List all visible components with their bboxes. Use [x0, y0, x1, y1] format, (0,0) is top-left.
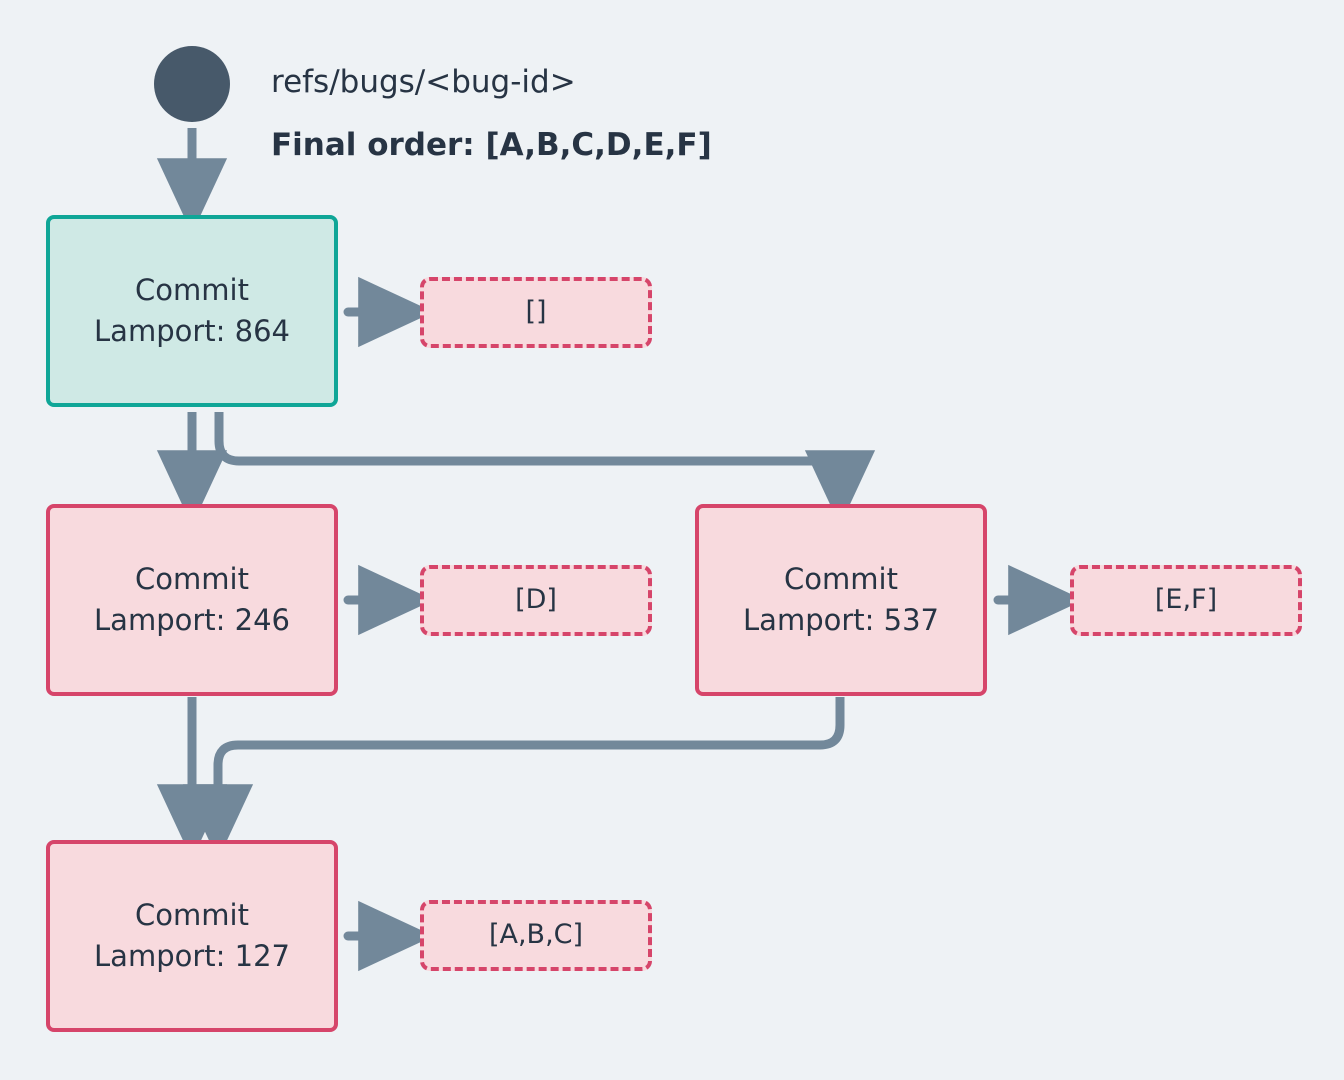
commit-node-246[interactable]: Commit Lamport: 246 — [46, 504, 338, 696]
payload-node-537[interactable]: [E,F] — [1070, 565, 1302, 636]
commit-lamport: Lamport: 537 — [743, 603, 939, 637]
commit-lamport: Lamport: 127 — [94, 939, 290, 973]
commit-title: Commit — [784, 561, 898, 596]
payload-items: [A,B,C] — [488, 919, 584, 951]
commit-node-864[interactable]: Commit Lamport: 864 — [46, 215, 338, 407]
payload-items: [E,F] — [1154, 584, 1218, 616]
payload-items: [D] — [515, 584, 557, 616]
commit-node-537[interactable]: Commit Lamport: 537 — [695, 504, 987, 696]
final-order-label: Final order: [A,B,C,D,E,F] — [271, 127, 712, 163]
commit-lamport: Lamport: 864 — [94, 314, 290, 348]
commit-title: Commit — [135, 561, 249, 596]
commit-lamport: Lamport: 246 — [94, 603, 290, 637]
commit-title: Commit — [135, 272, 249, 307]
edge-864-to-537 — [214, 412, 876, 526]
payload-node-127[interactable]: [A,B,C] — [420, 900, 652, 971]
payload-node-246[interactable]: [D] — [420, 565, 652, 636]
payload-node-864[interactable]: [] — [420, 277, 652, 348]
ref-label: refs/bugs/<bug-id> — [271, 64, 576, 100]
root-dot — [154, 46, 230, 122]
payload-items: [] — [525, 296, 547, 328]
edge-537-to-127 — [182, 697, 845, 860]
commit-node-127[interactable]: Commit Lamport: 127 — [46, 840, 338, 1032]
commit-title: Commit — [135, 897, 249, 932]
